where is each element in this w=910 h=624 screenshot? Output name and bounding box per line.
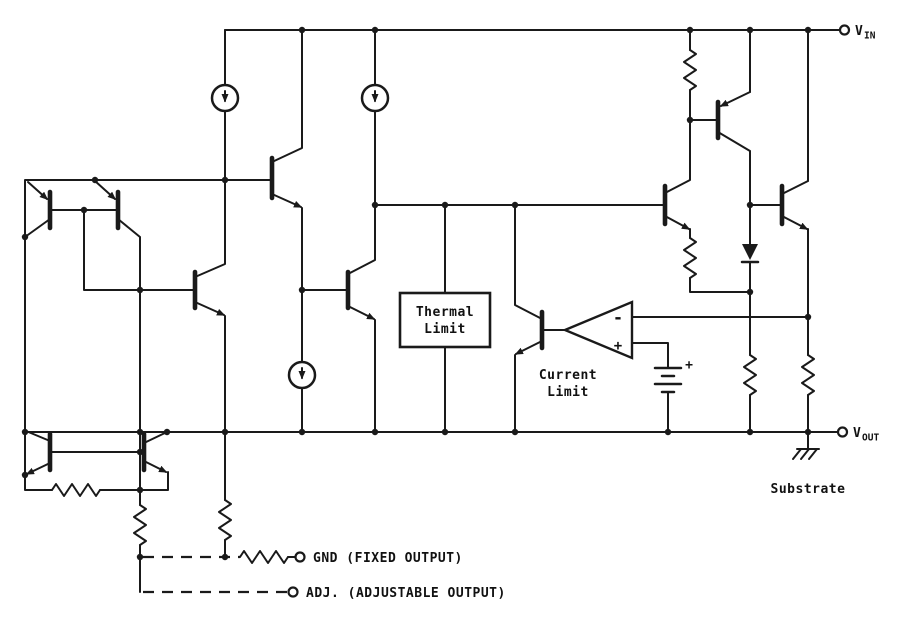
vin-terminal	[838, 24, 851, 36]
current-limit-label-line2: Limit	[547, 385, 589, 400]
junction-dot	[371, 26, 379, 34]
current-limit-label-line1: Current	[539, 368, 597, 383]
diode	[740, 244, 760, 264]
junction-dot	[746, 201, 754, 209]
substrate-label: Substrate	[771, 482, 846, 497]
junction-dot	[21, 471, 29, 479]
comparator-minus-sign: -	[613, 308, 623, 328]
vout-label-sub: OUT	[862, 433, 879, 444]
junction-dot	[298, 428, 306, 436]
emitter-arrow	[94, 180, 117, 201]
gnd-terminal	[294, 551, 306, 563]
thermal-limit-box	[398, 291, 492, 349]
emitter-arrow	[781, 215, 809, 230]
current-source-icon	[287, 360, 317, 390]
emitter-arrow	[719, 91, 751, 107]
junction-dot	[371, 201, 379, 209]
junction-dot	[804, 428, 812, 436]
wiring	[24, 29, 809, 593]
junction-dot	[80, 206, 88, 214]
battery-reference: +	[653, 358, 693, 394]
emitter-arrow	[27, 181, 49, 201]
junction-dot	[511, 428, 519, 436]
comparator-triangle	[561, 300, 634, 360]
emitter-arrow	[143, 460, 168, 473]
thermal-limit-label-line1: Thermal	[416, 305, 474, 320]
transistor-bars	[47, 99, 785, 473]
junction-dot	[686, 26, 694, 34]
emitter-arrow	[664, 215, 691, 230]
junction-dot	[298, 286, 306, 294]
current-source-icon	[210, 83, 240, 113]
thermal-limit-label-line2: Limit	[424, 322, 466, 337]
junction-dot	[441, 428, 449, 436]
junction-dot	[136, 428, 144, 436]
junction-dot	[221, 428, 229, 436]
battery-plus-sign: +	[685, 358, 693, 373]
junction-dot	[136, 286, 144, 294]
diode-triangle	[742, 244, 758, 260]
emitter-arrow	[347, 305, 376, 320]
emitter-arrow	[194, 301, 226, 316]
junction-dot	[371, 428, 379, 436]
junction-dot	[804, 313, 812, 321]
junction-dot	[21, 233, 29, 241]
junction-dot	[664, 428, 672, 436]
resistors	[51, 49, 815, 564]
junction-dot	[511, 201, 519, 209]
junction-dot	[221, 553, 229, 561]
junction-dots	[21, 26, 812, 561]
current-source-icon	[360, 83, 390, 113]
thermal-limit-block: Thermal Limit	[398, 291, 492, 349]
gnd-label: GND (FIXED OUTPUT)	[313, 551, 463, 566]
current-sources	[210, 83, 390, 390]
emitter-arrows	[25, 91, 809, 475]
vin-label: V	[855, 24, 863, 39]
junction-dot	[21, 428, 29, 436]
adj-terminal	[287, 586, 299, 598]
junction-dot	[746, 26, 754, 34]
current-limit-comparator: - + Current Limit	[539, 300, 634, 400]
junction-dot	[91, 176, 99, 184]
junction-dot	[686, 116, 694, 124]
vout-label: V	[853, 426, 861, 441]
vout-terminal	[836, 426, 849, 438]
substrate-ground: Substrate	[771, 448, 846, 497]
chassis-ground-icon	[792, 448, 820, 460]
junction-dot	[136, 553, 144, 561]
junction-dot	[441, 201, 449, 209]
junction-dot	[136, 448, 144, 456]
adj-label: ADJ. (ADJUSTABLE OUTPUT)	[306, 586, 506, 601]
vin-label-sub: IN	[864, 31, 876, 42]
comparator-plus-sign: +	[614, 338, 622, 354]
junction-dot	[221, 176, 229, 184]
junction-dot	[804, 26, 812, 34]
emitter-arrow	[514, 340, 543, 355]
junction-dot	[298, 26, 306, 34]
terminals	[287, 24, 851, 598]
emitter-arrow	[271, 193, 303, 208]
junction-dot	[136, 486, 144, 494]
junction-dot	[746, 288, 754, 296]
junction-dot	[163, 428, 171, 436]
terminal-labels: V IN V OUT GND (FIXED OUTPUT) ADJ. (ADJU…	[306, 24, 879, 601]
battery-plates	[653, 366, 683, 394]
junction-dot	[746, 428, 754, 436]
emitter-arrow	[25, 462, 51, 475]
